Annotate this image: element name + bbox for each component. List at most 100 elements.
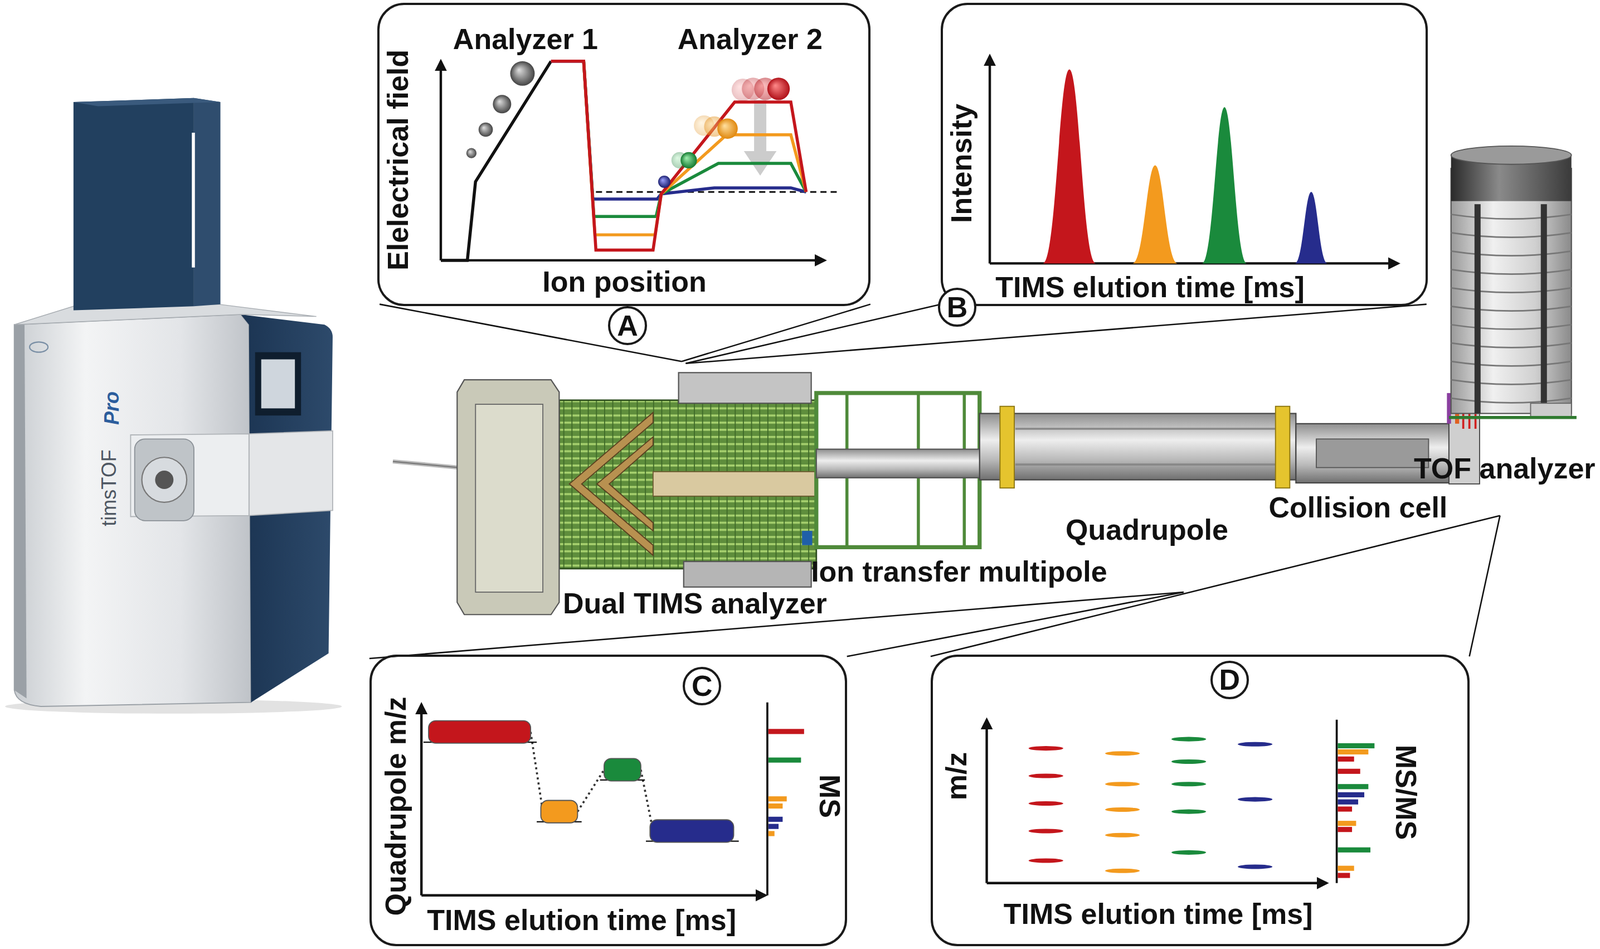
illustration-part bbox=[193, 98, 221, 307]
illustration-part bbox=[492, 94, 512, 114]
illustration-part bbox=[439, 61, 442, 261]
illustration-part bbox=[649, 819, 734, 842]
callout-wedge-lines bbox=[369, 304, 1501, 659]
axis-label: Elelectrical field bbox=[383, 49, 413, 271]
illustration-part bbox=[1540, 203, 1548, 413]
illustration-part bbox=[456, 379, 559, 615]
callout-circle: D bbox=[1210, 660, 1250, 700]
illustration-part bbox=[1530, 402, 1572, 418]
illustration-part bbox=[658, 175, 671, 188]
illustration-part bbox=[142, 456, 188, 503]
axis-label: TIMS elution time [ms] bbox=[995, 272, 1305, 302]
illustration-part bbox=[1474, 203, 1481, 413]
part-name: TOF analyzer bbox=[1413, 453, 1596, 483]
callout-letter: B bbox=[946, 292, 969, 322]
illustration-part bbox=[583, 61, 806, 217]
callout-wedge-line bbox=[379, 304, 682, 362]
illustration-part bbox=[191, 132, 195, 268]
part-name: Quadrupole bbox=[1065, 514, 1229, 544]
callout-circle: B bbox=[937, 287, 977, 327]
illustration-part bbox=[440, 259, 825, 262]
inset-panel: Dm/zTIMS elution time [ms]MS/MS bbox=[930, 654, 1470, 947]
illustration-part bbox=[816, 449, 985, 478]
illustration-part bbox=[1448, 415, 1577, 419]
illustration-part bbox=[440, 61, 552, 261]
illustration-part bbox=[1171, 781, 1206, 786]
illustration-part bbox=[1337, 756, 1354, 762]
illustration-part bbox=[558, 400, 816, 569]
spectrum-label: MS/MS bbox=[1391, 744, 1421, 840]
illustration-part bbox=[1337, 791, 1365, 797]
callout-letter: A bbox=[616, 310, 639, 340]
illustration-part bbox=[1337, 749, 1369, 755]
illustration-part bbox=[1028, 828, 1064, 833]
inset-panel: IntensityTIMS elution time [ms] bbox=[940, 2, 1428, 306]
callout-wedge-line bbox=[1469, 515, 1501, 657]
illustration-part bbox=[683, 561, 812, 587]
illustration-part bbox=[540, 799, 578, 823]
illustration-part bbox=[583, 61, 806, 235]
illustration-part bbox=[1337, 783, 1369, 789]
illustration-part bbox=[754, 99, 767, 152]
illustration-part bbox=[1337, 768, 1360, 774]
illustration-part bbox=[530, 731, 654, 831]
illustration-part bbox=[134, 438, 194, 520]
illustration-part bbox=[801, 530, 812, 546]
axis-label: Ion position bbox=[542, 266, 707, 296]
illustration-part bbox=[73, 98, 194, 311]
illustration-part bbox=[255, 352, 301, 416]
illustration-part bbox=[240, 314, 333, 703]
illustration-part bbox=[1042, 69, 1096, 264]
illustration-part bbox=[768, 830, 775, 836]
inset-panel: Analyzer 1 Analyzer 2 Elelectrical fieldIo… bbox=[377, 2, 870, 306]
illustration-part bbox=[1105, 868, 1140, 873]
axis-label: Intensity bbox=[946, 103, 976, 223]
illustration-part bbox=[475, 404, 543, 592]
illustration-part bbox=[1105, 832, 1140, 838]
analyzer-label: Analyzer 2 bbox=[677, 24, 823, 54]
illustration-part bbox=[14, 304, 317, 325]
illustration-part bbox=[1028, 857, 1064, 863]
illustration-part bbox=[1015, 463, 1276, 466]
illustration-part bbox=[261, 359, 295, 409]
illustration-part bbox=[1337, 742, 1375, 748]
panel-c-plot bbox=[421, 702, 805, 896]
illustration-part bbox=[768, 795, 787, 801]
inset-panel: CQuadrupole m/zTIMS elution time [ms]MS bbox=[369, 654, 848, 947]
illustration-part bbox=[1105, 750, 1140, 756]
analyzer-label: Analyzer 1 bbox=[453, 24, 598, 54]
illustration-part bbox=[392, 461, 460, 468]
part-name: Dual TIMS analyzer bbox=[562, 588, 828, 618]
illustration-part bbox=[1337, 847, 1371, 853]
illustration-part bbox=[596, 436, 654, 531]
illustration-part bbox=[249, 430, 333, 516]
illustration-part bbox=[999, 406, 1015, 488]
illustration-part bbox=[680, 152, 697, 169]
callout-letter: D bbox=[1219, 664, 1241, 694]
callout-wedge-line bbox=[685, 304, 1427, 364]
illustration-part bbox=[428, 720, 531, 743]
illustration-part bbox=[1237, 741, 1273, 747]
callout-wedge-line bbox=[847, 591, 1184, 656]
illustration-part bbox=[768, 728, 805, 734]
callout-wedge-line bbox=[685, 304, 941, 364]
panel-b-plot bbox=[989, 56, 1398, 264]
illustration-part bbox=[14, 314, 252, 707]
illustration-part bbox=[1132, 165, 1178, 264]
illustration-part bbox=[1275, 406, 1291, 488]
illustration-part bbox=[1337, 820, 1356, 826]
illustration-part bbox=[1015, 427, 1276, 430]
illustration-part bbox=[1105, 750, 1140, 873]
callout-wedge-line bbox=[681, 304, 871, 362]
illustration-part bbox=[986, 881, 1327, 884]
axis-label: m/z bbox=[941, 751, 971, 800]
callout-letter: C bbox=[691, 670, 713, 700]
illustration-part bbox=[767, 77, 790, 100]
illustration-part bbox=[1337, 799, 1359, 805]
illustration-part bbox=[1028, 745, 1064, 863]
